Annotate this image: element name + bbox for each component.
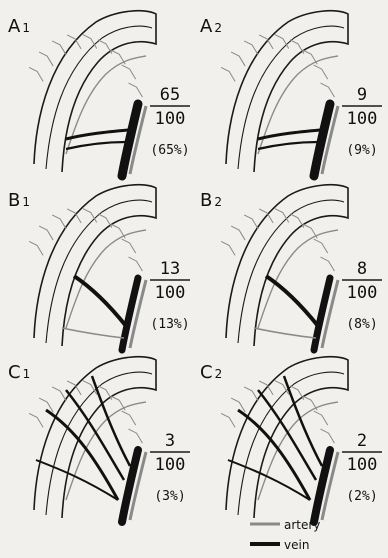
panel-letter: B	[200, 190, 212, 211]
fraction-numerator: 2	[357, 431, 367, 451]
outer-contour	[226, 185, 348, 346]
panel-subscript: 2	[214, 21, 222, 35]
artery-branch	[122, 411, 136, 425]
main-vein-trunk	[314, 104, 330, 176]
percent-label: (2%)	[346, 489, 377, 504]
artery-branch	[122, 239, 136, 253]
artery-branch	[39, 52, 53, 66]
artery-branch	[29, 67, 43, 81]
legend: artery vein	[250, 518, 320, 552]
artery-branch	[83, 209, 97, 223]
percent-label: (13%)	[150, 317, 189, 332]
fraction-denominator: 100	[155, 109, 186, 129]
fraction-numerator: 13	[160, 259, 180, 279]
artery-branch	[29, 241, 43, 255]
panel-subscript: 1	[22, 195, 30, 209]
fraction-denominator: 100	[155, 283, 186, 303]
percent-label: (8%)	[346, 317, 377, 332]
legend-artery-label: artery	[284, 518, 320, 532]
fraction-denominator: 100	[155, 455, 186, 475]
main-vein-trunk	[122, 278, 138, 350]
artery-branch	[320, 83, 334, 97]
vein-branch	[74, 276, 126, 326]
fraction-denominator: 100	[347, 283, 378, 303]
panel-C1: C1 3 100 (3%)	[8, 357, 190, 522]
artery-branch	[314, 65, 328, 79]
legend-vein-label: vein	[284, 538, 309, 552]
panel-label: A2	[200, 16, 222, 37]
artery-branch	[52, 41, 66, 55]
panel-letter: A	[8, 16, 21, 37]
panel-label: A1	[8, 16, 30, 37]
panel-letter: A	[200, 16, 213, 37]
fraction-denominator: 100	[347, 109, 378, 129]
fraction-numerator: 65	[160, 85, 180, 105]
artery-branch	[52, 387, 66, 401]
vein-branch	[92, 376, 130, 466]
main-vein-trunk	[314, 450, 330, 522]
outer-contour	[34, 11, 156, 172]
artery-branch	[314, 239, 328, 253]
artery-branch	[244, 41, 258, 55]
outer-contour	[34, 185, 156, 346]
artery-branch	[221, 241, 235, 255]
main-vein-trunk	[314, 278, 330, 350]
fraction-numerator: 8	[357, 259, 367, 279]
artery-branch	[122, 65, 136, 79]
artery-branch	[320, 257, 334, 271]
main-vein-trunk	[122, 104, 138, 176]
artery-branch	[320, 429, 334, 443]
artery-branch	[83, 35, 97, 49]
artery-branch	[231, 226, 245, 240]
artery-branch	[231, 52, 245, 66]
panel-letter: B	[8, 190, 20, 211]
outer-contour	[226, 11, 348, 172]
panel-subscript: 2	[214, 195, 222, 209]
artery-branch	[244, 387, 258, 401]
artery-branch	[275, 209, 289, 223]
artery-branch	[221, 413, 235, 427]
vein-branch	[66, 142, 126, 149]
artery-branch	[128, 83, 142, 97]
artery-branch	[29, 413, 43, 427]
vein-branch	[66, 130, 128, 139]
artery-branch	[275, 35, 289, 49]
artery-branch	[39, 226, 53, 240]
panel-letter: C	[8, 362, 21, 383]
vein-branch	[266, 276, 318, 326]
artery-branch	[128, 429, 142, 443]
vein-branch	[258, 142, 318, 149]
fraction-denominator: 100	[347, 455, 378, 475]
panel-subscript: 1	[22, 21, 30, 35]
fraction-numerator: 9	[357, 85, 367, 105]
percent-label: (9%)	[346, 143, 377, 158]
vein-branch	[284, 376, 322, 466]
artery-branch	[128, 257, 142, 271]
panel-letter: C	[200, 362, 213, 383]
artery-branch	[244, 215, 258, 229]
percent-label: (65%)	[150, 143, 189, 158]
artery-branch	[254, 328, 316, 338]
panel-subscript: 2	[215, 367, 223, 381]
main-vein-trunk	[122, 450, 138, 522]
artery-branch	[221, 67, 235, 81]
percent-label: (3%)	[154, 489, 185, 504]
artery-branch	[52, 215, 66, 229]
panel-B1: B1 13 100 (13%)	[8, 185, 190, 350]
vein-branch	[258, 130, 320, 139]
fraction-numerator: 3	[165, 431, 175, 451]
panel-subscript: 1	[23, 367, 31, 381]
artery-branch	[314, 411, 328, 425]
artery-branch	[62, 328, 124, 338]
